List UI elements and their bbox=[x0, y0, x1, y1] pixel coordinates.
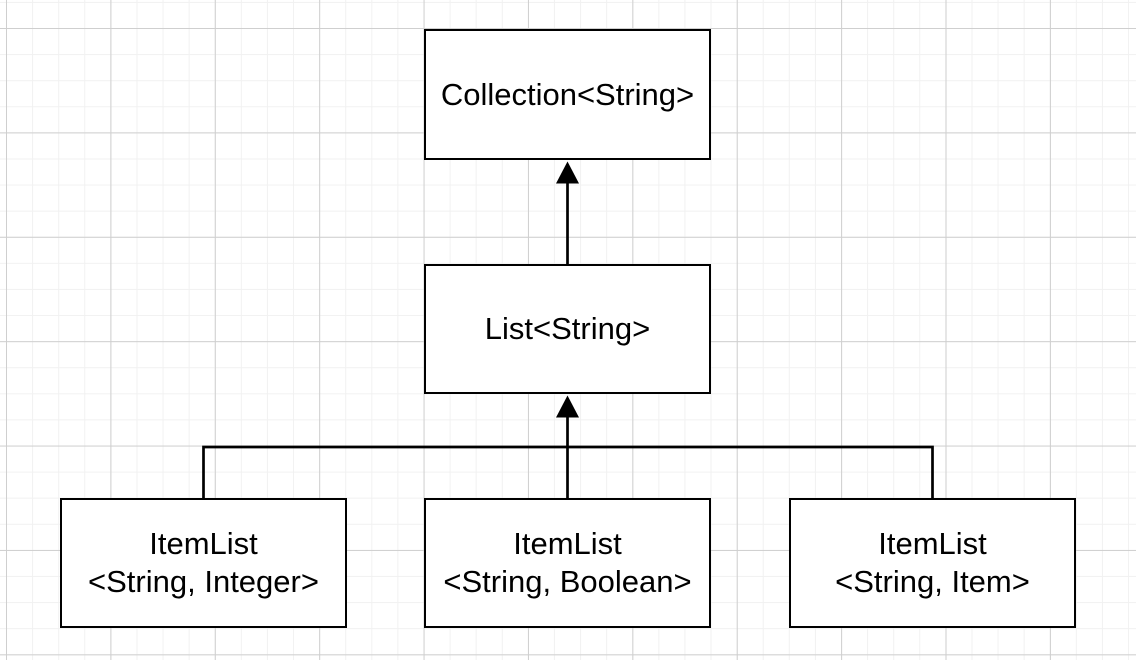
class-node-label: ItemList bbox=[513, 526, 622, 561]
class-node-label: ItemList bbox=[878, 526, 987, 561]
class-node-type-params: <String, Integer> bbox=[88, 564, 319, 599]
class-node-collection-string[interactable]: Collection<String> bbox=[424, 29, 711, 160]
class-node-label: ItemList bbox=[149, 526, 258, 561]
edge-itemlists-branch[interactable] bbox=[202, 445, 934, 499]
edge-branch-to-list[interactable] bbox=[556, 395, 579, 449]
class-node-type-params: <String, Item> bbox=[835, 564, 1030, 599]
class-node-itemlist-string-integer[interactable]: ItemList <String, Integer> bbox=[60, 498, 347, 628]
class-node-label: Collection<String> bbox=[440, 76, 695, 112]
class-node-itemlist-string-boolean[interactable]: ItemList <String, Boolean> bbox=[424, 498, 711, 628]
arrowhead-up-icon bbox=[556, 395, 579, 418]
arrowhead-up-icon bbox=[556, 161, 579, 184]
class-node-itemlist-string-item[interactable]: ItemList <String, Item> bbox=[789, 498, 1076, 628]
class-node-list-string[interactable]: List<String> bbox=[424, 264, 711, 394]
edge-list-to-collection[interactable] bbox=[556, 161, 579, 265]
class-node-type-params: <String, Boolean> bbox=[443, 564, 692, 599]
class-node-label: List<String> bbox=[484, 311, 651, 346]
